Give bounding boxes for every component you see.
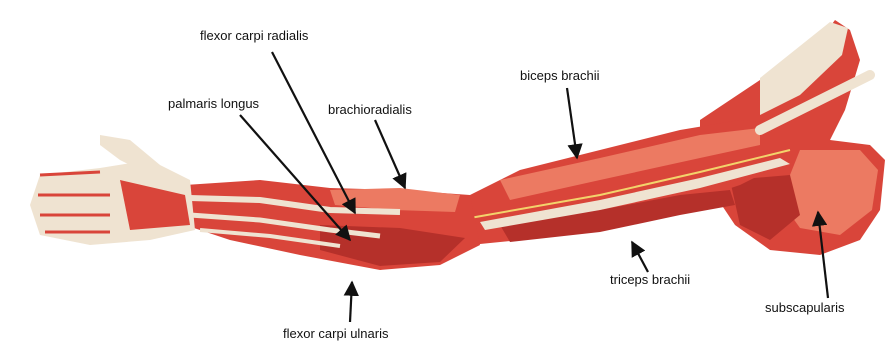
label-biceps-brachii: biceps brachii [520,68,600,84]
label-brachioradialis: brachioradialis [328,102,412,118]
label-flexor-carpi-ulnaris: flexor carpi ulnaris [283,326,389,342]
label-palmaris-longus: palmaris longus [168,96,259,112]
arrow-biceps-brachii [567,88,577,158]
label-triceps-brachii: triceps brachii [610,272,690,288]
label-subscapularis: subscapularis [765,300,845,316]
hand [30,135,195,245]
label-flexor-carpi-radialis: flexor carpi radialis [200,28,308,44]
arrow-triceps-brachii [632,242,648,272]
arrow-flexor-carpi-ulnaris [350,282,352,322]
forearm [185,180,480,270]
arrow-brachioradialis [375,120,405,188]
